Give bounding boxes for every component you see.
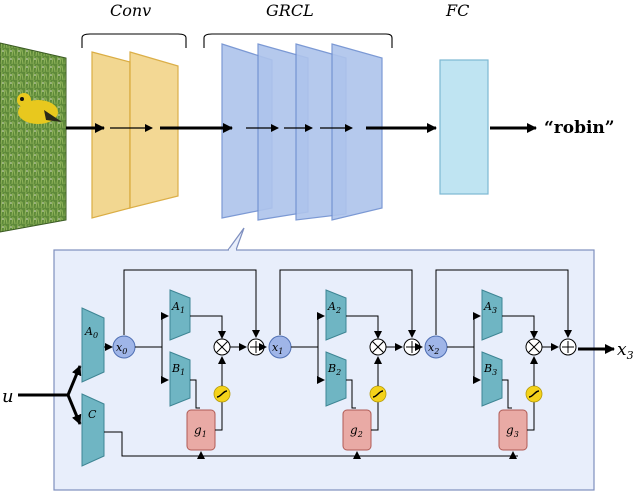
C-filter: C	[81, 393, 105, 467]
svg-text:x2: x2	[428, 341, 439, 356]
fc-label: FC	[445, 1, 469, 20]
svg-text:g2: g2	[350, 423, 363, 439]
svg-text:g3: g3	[506, 423, 519, 439]
multiply-node	[525, 338, 543, 356]
grcl-brace	[203, 33, 393, 48]
svg-text:B2: B2	[327, 362, 341, 377]
conv-layer-2	[129, 51, 179, 209]
g1-gate: g1	[186, 409, 216, 451]
svg-text:A1: A1	[171, 300, 185, 315]
add-node	[559, 338, 577, 356]
B3-filter: B3	[481, 351, 503, 407]
output-x3-label: x3	[617, 340, 634, 362]
svg-text:x0: x0	[116, 341, 127, 356]
sigmoid-icon	[525, 385, 543, 403]
svg-text:C: C	[88, 408, 97, 421]
output-class-label: “robin”	[544, 118, 615, 138]
grcl-plane-4	[331, 43, 383, 221]
A1-filter: A1	[169, 289, 191, 341]
svg-text:A2: A2	[327, 300, 341, 315]
C-bus	[104, 431, 518, 457]
zoom-callout	[227, 227, 245, 251]
svg-text:A0: A0	[84, 325, 98, 340]
x2-node: x2	[424, 335, 448, 359]
svg-text:B1: B1	[171, 362, 185, 377]
input-u-label: u	[2, 386, 14, 407]
conv-label: Conv	[110, 1, 151, 20]
grcl-layers	[221, 43, 383, 221]
grcl-label: GRCL	[266, 1, 314, 20]
A2-filter: A2	[325, 289, 347, 341]
sigmoid-icon	[369, 385, 387, 403]
multiply-node	[369, 338, 387, 356]
add-node	[247, 338, 265, 356]
svg-text:B3: B3	[483, 362, 497, 377]
g2-gate: g2	[342, 409, 372, 451]
multiply-node	[213, 338, 231, 356]
A3-filter: A3	[481, 289, 503, 341]
g3-gate: g3	[498, 409, 528, 451]
conv-brace	[81, 33, 187, 48]
x0-node: x0	[112, 335, 136, 359]
svg-text:x1: x1	[272, 341, 283, 356]
svg-text:A3: A3	[483, 300, 497, 315]
A0-filter: A0	[81, 307, 105, 383]
x1-node: x1	[268, 335, 292, 359]
B2-filter: B2	[325, 351, 347, 407]
conv-layer-1	[91, 51, 131, 219]
sigmoid-icon	[213, 385, 231, 403]
bird-image	[0, 42, 67, 233]
fc-block	[439, 59, 489, 195]
B1-filter: B1	[169, 351, 191, 407]
add-node	[403, 338, 421, 356]
svg-text:g1: g1	[194, 423, 207, 439]
